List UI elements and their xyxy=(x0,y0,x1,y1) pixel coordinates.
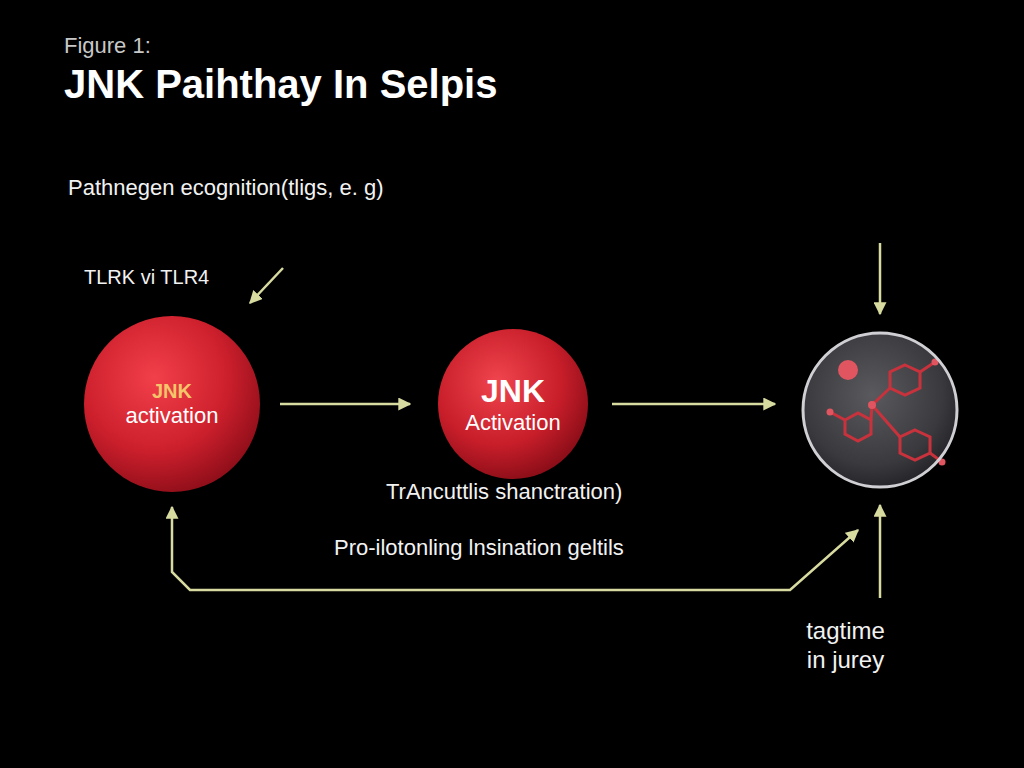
annotation-label: tagtime in jurey xyxy=(798,617,893,675)
input-arrow xyxy=(879,243,882,314)
node-text-group xyxy=(802,332,958,488)
input-arrow xyxy=(250,268,283,303)
node-outline xyxy=(802,332,958,488)
node-text-group: JNKactivation xyxy=(84,316,260,492)
figure-title: JNK Paihthay In Selpis xyxy=(64,60,497,108)
pathway-node: JNKActivation xyxy=(438,329,588,479)
node-outline xyxy=(84,316,260,492)
pathway-node xyxy=(802,332,958,488)
annotation-label: TLRK vi TLR4 xyxy=(84,265,209,289)
annotation-label: TrAncuttlis shanctration) xyxy=(386,479,622,505)
pathway-arrow xyxy=(172,507,858,590)
molecule-atoms xyxy=(827,359,946,466)
molecule-disc xyxy=(803,333,957,487)
annotation-label: Pro-ilotonling lnsination geltils xyxy=(334,535,624,561)
node-body: activation xyxy=(126,403,219,429)
node-text-group: JNKActivation xyxy=(438,329,588,479)
injury-arrow xyxy=(879,505,882,598)
annotation-label: Figure 1: xyxy=(64,33,151,59)
node-heading: JNK xyxy=(481,372,545,410)
node-circle xyxy=(802,332,958,488)
node-heading: JNK xyxy=(152,379,192,403)
pathway-arrow xyxy=(612,403,775,406)
pathway-arrow xyxy=(280,403,410,406)
annotation-label: Pathnegen ecognition(tligs, e. g) xyxy=(68,175,384,201)
pathway-node: JNKactivation xyxy=(84,316,260,492)
node-body: Activation xyxy=(465,410,560,436)
disc-rim xyxy=(803,333,957,487)
node-outline xyxy=(438,329,588,479)
